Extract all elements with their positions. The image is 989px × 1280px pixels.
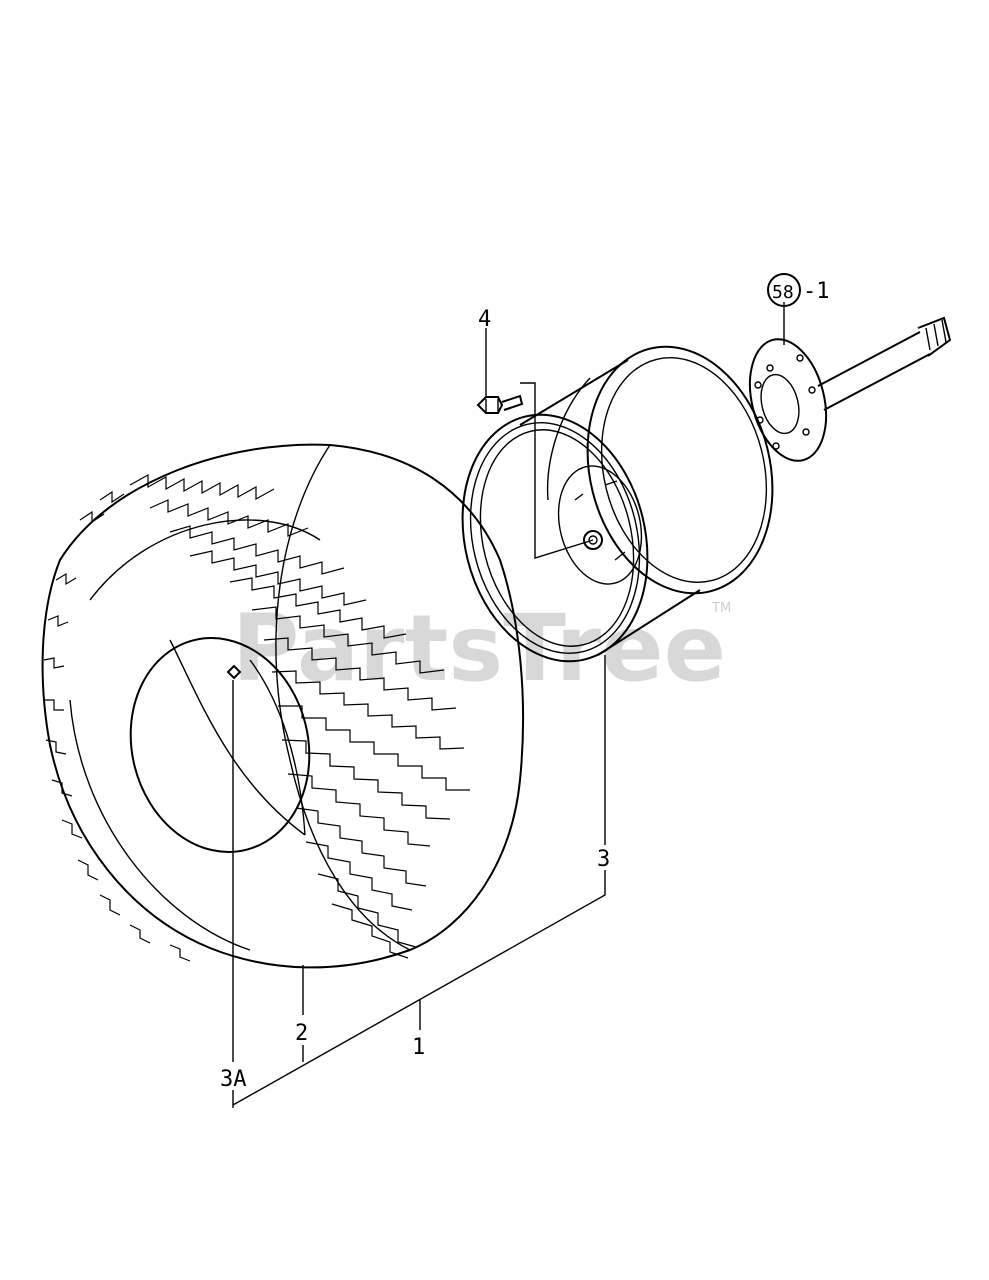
watermark-trademark: TM — [711, 601, 731, 616]
callout-3: 3 — [597, 847, 610, 872]
callout-58-number: 58 — [772, 282, 794, 303]
callout-1: 1 — [412, 1035, 425, 1060]
callout-58: 58 -1 — [767, 273, 830, 307]
callout-2: 2 — [295, 1021, 308, 1046]
axle-hub-drawing[interactable] — [738, 316, 952, 469]
valve-stem[interactable] — [226, 664, 242, 680]
tire-drawing[interactable] — [41, 443, 525, 969]
callout-4: 4 — [478, 307, 491, 332]
watermark-text: PartsTree — [232, 595, 726, 702]
bolt-drawing[interactable] — [476, 394, 524, 414]
rim-drawing[interactable] — [437, 327, 797, 681]
tread-pattern — [43, 473, 470, 962]
leader-lines — [232, 302, 785, 1108]
callout-3a: 3A — [220, 1067, 247, 1092]
callout-58-suffix: -1 — [803, 279, 830, 304]
